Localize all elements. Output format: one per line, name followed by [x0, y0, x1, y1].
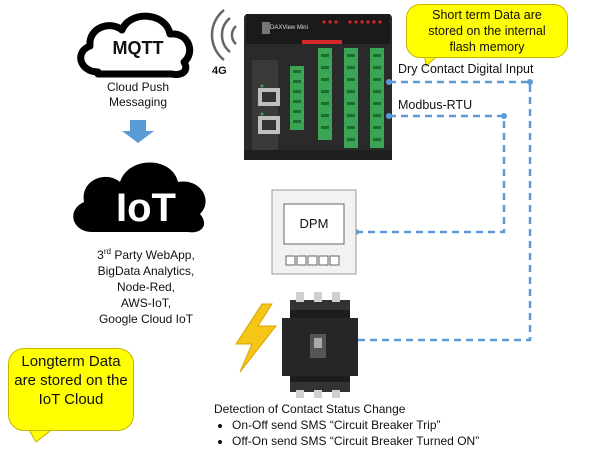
iot-caption-line2: BigData Analytics,: [97, 264, 195, 278]
mqtt-title: MQTT: [112, 38, 164, 58]
detection-item-off-on: Off-On send SMS “Circuit Breaker Turned …: [232, 433, 598, 449]
wireless-signal-icon: [210, 9, 237, 61]
iot-caption-line4: AWS-IoT,: [120, 296, 172, 310]
mqtt-cloud-icon: [77, 12, 194, 78]
controller-device: [244, 14, 392, 160]
mqtt-caption-line2: Messaging: [108, 95, 168, 109]
signal-label: 4G: [212, 65, 227, 77]
iot-caption-line3: Node-Red,: [116, 280, 176, 294]
iot-cloud-icon: [73, 162, 206, 233]
mqtt-caption-line1: Cloud Push: [106, 80, 170, 94]
long-term-callout: Longterm Data are stored on the IoT Clou…: [8, 348, 134, 431]
short-term-line3: flash memory: [449, 40, 525, 54]
device-brand: DAXView Mini: [270, 25, 308, 31]
long-term-line2: are stored on the: [14, 372, 128, 389]
detection-title: Detection of Contact Status Change: [214, 402, 406, 416]
iot-caption-line1: 3rd Party WebApp,: [97, 247, 195, 262]
long-term-line1: Longterm Data: [21, 353, 121, 370]
down-arrow-icon: [122, 120, 154, 143]
short-term-callout: Short term Data are stored on the intern…: [406, 4, 568, 58]
dry-contact-label: Dry Contact Digital Input: [398, 62, 534, 76]
short-term-line2: stored on the internal: [428, 24, 546, 38]
detection-block: Detection of Contact Status Change On-Of…: [214, 402, 598, 449]
iot-title: IoT: [116, 186, 176, 230]
iot-caption: 3rd Party WebApp, BigData Analytics, Nod…: [58, 244, 234, 327]
modbus-connection-line: [356, 114, 506, 234]
short-term-line1: Short term Data are: [432, 8, 542, 22]
dpm-meter: [271, 189, 357, 275]
mqtt-caption: Cloud Push Messaging: [92, 80, 184, 110]
dpm-label: DPM: [299, 216, 329, 231]
lightning-icon: [235, 303, 278, 373]
circuit-breaker: [282, 292, 358, 398]
iot-caption-line5: Google Cloud IoT: [98, 312, 194, 326]
detection-item-on-off: On-Off send SMS “Circuit Breaker Trip”: [232, 417, 598, 433]
detection-list: On-Off send SMS “Circuit Breaker Trip” O…: [214, 417, 598, 449]
modbus-label: Modbus-RTU: [398, 98, 473, 112]
dry-contact-connection-line: [352, 80, 532, 342]
long-term-line3: IoT Cloud: [38, 391, 104, 408]
